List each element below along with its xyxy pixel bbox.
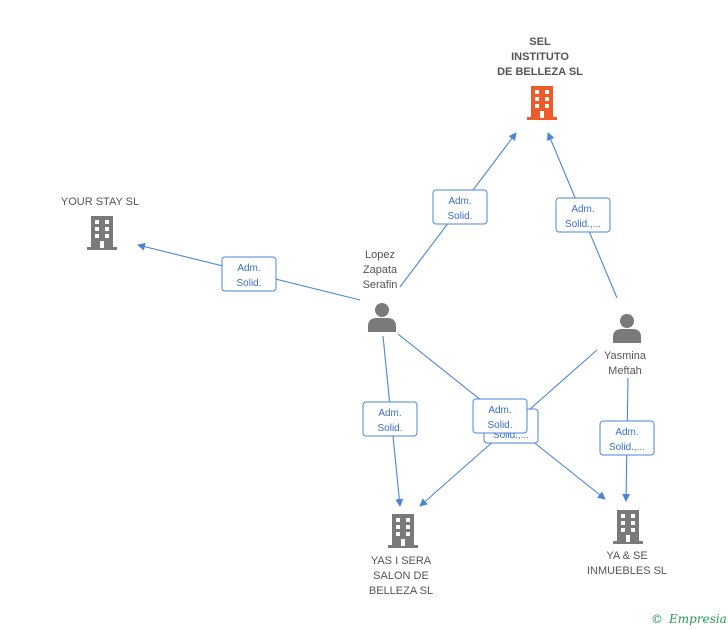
node-label: Zapata bbox=[363, 264, 398, 276]
edge-label[interactable]: Adm. Solid. bbox=[362, 401, 418, 437]
edge-label-text: Adm. bbox=[448, 196, 471, 207]
edge-label[interactable]: Adm. Solid. bbox=[432, 189, 488, 225]
node-label: Yasmina bbox=[604, 350, 647, 362]
edge-label-text: Adm. bbox=[615, 427, 638, 438]
edge-label-text: Solid. bbox=[236, 278, 261, 289]
node-ya-se[interactable]: YA & SE INMUEBLES SL bbox=[587, 510, 667, 577]
edge-label[interactable]: Adm. Solid. bbox=[472, 398, 528, 434]
node-label: Meftah bbox=[608, 365, 642, 377]
edge-label-box bbox=[432, 189, 488, 225]
node-sel[interactable]: SEL INSTITUTO DE BELLEZA SL bbox=[497, 36, 583, 120]
node-label: INSTITUTO bbox=[511, 51, 569, 63]
edge-label-text: Adm. bbox=[488, 405, 511, 416]
node-label: SEL bbox=[529, 36, 551, 48]
edge-label-text: Solid. bbox=[447, 211, 472, 222]
edge-label-text: Solid.,... bbox=[493, 430, 529, 441]
edge-label-box bbox=[599, 420, 655, 456]
node-label: SALON DE bbox=[373, 570, 429, 582]
node-yas-i-sera[interactable]: YAS I SERA SALON DE BELLEZA SL bbox=[369, 514, 433, 597]
node-label: BELLEZA SL bbox=[369, 585, 433, 597]
node-label: DE BELLEZA SL bbox=[497, 66, 583, 78]
edge-label-text: Solid.,... bbox=[609, 442, 645, 453]
node-label: YOUR STAY SL bbox=[61, 196, 139, 208]
edge-label-text: Solid.,... bbox=[565, 219, 601, 230]
edge-label[interactable]: Adm. Solid.,... bbox=[555, 197, 611, 233]
edge-label-box bbox=[472, 398, 528, 434]
edge-label-box bbox=[555, 197, 611, 233]
edge-label-box bbox=[221, 256, 277, 292]
building-icon bbox=[87, 216, 117, 250]
building-icon bbox=[613, 510, 643, 544]
footer-brand[interactable]: © Empresia bbox=[651, 612, 727, 626]
building-icon bbox=[388, 514, 418, 548]
node-label: YA & SE bbox=[606, 550, 647, 562]
copyright-symbol: © bbox=[651, 612, 663, 626]
edge-label[interactable]: Adm. Solid. bbox=[221, 256, 277, 292]
node-label: Lopez bbox=[365, 249, 395, 261]
edge-label-text: Adm. bbox=[571, 204, 594, 215]
edge-label-text: Solid. bbox=[377, 423, 402, 434]
node-label: INMUEBLES SL bbox=[587, 565, 667, 577]
edge-label-text: Adm. bbox=[237, 263, 260, 274]
node-label: YAS I SERA bbox=[371, 555, 432, 567]
brand-name: Empresia bbox=[668, 612, 727, 626]
nodes-layer: SEL INSTITUTO DE BELLEZA SL YOUR STAY SL Lop… bbox=[61, 36, 667, 597]
edge-labels-layer: Adm. Solid. Adm. Solid.,... Adm. Solid. Adm. So… bbox=[221, 189, 655, 456]
edge-label-text: Adm. bbox=[378, 408, 401, 419]
node-label: Serafin bbox=[363, 279, 398, 291]
edge-label[interactable]: Adm. Solid.,... bbox=[599, 420, 655, 456]
person-icon bbox=[613, 314, 641, 343]
edge-label-text: Solid. bbox=[487, 420, 512, 431]
edge-label-box bbox=[362, 401, 418, 437]
node-your-stay[interactable]: YOUR STAY SL bbox=[61, 196, 139, 250]
person-icon bbox=[368, 303, 396, 332]
building-icon bbox=[527, 86, 557, 120]
